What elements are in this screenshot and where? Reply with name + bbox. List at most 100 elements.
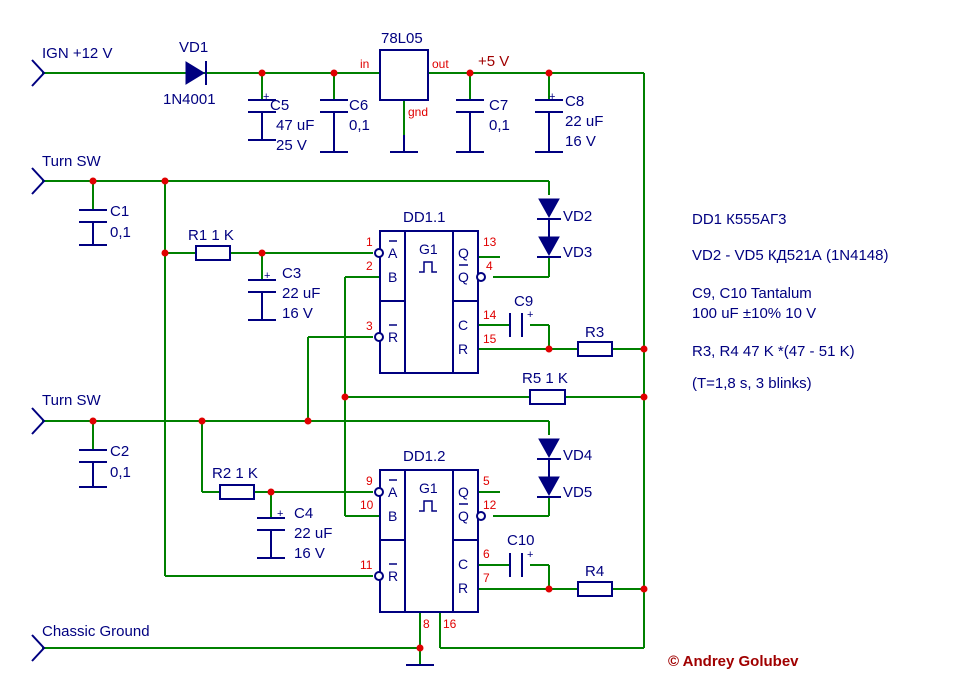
note-c9-c10: C9, C10 Tantalum <box>692 285 812 302</box>
note-dd1-part: DD1 К555АГ3 <box>692 211 786 228</box>
c6-ref: C6 <box>349 97 368 114</box>
ic-dd1-2 <box>374 469 486 613</box>
diode-vd1 <box>185 61 207 85</box>
led-diodes <box>537 198 561 498</box>
dd1-2-pin7: 7 <box>483 571 490 585</box>
note-r3-r4: R3, R4 47 K *(47 - 51 K) <box>692 343 855 360</box>
ic-dd1-1 <box>374 230 486 374</box>
copyright-text: © Andrey Golubev <box>668 653 799 670</box>
regulator-name: 78L05 <box>381 30 423 47</box>
regulator-gnd-label: gnd <box>408 105 428 119</box>
dd1-2-g1: G1 <box>419 480 438 496</box>
dd1-2-name: DD1.2 <box>403 448 446 465</box>
junctions <box>89 69 648 652</box>
note-c9-c10-value: 100 uF ±10% 10 V <box>692 305 816 322</box>
c5-voltage: 25 V <box>276 137 307 154</box>
c1-value: 0,1 <box>110 224 131 241</box>
c3-value: 22 uF <box>282 285 320 302</box>
dd1-1-pin1: 1 <box>366 235 373 249</box>
r3-ref: R3 <box>585 324 604 341</box>
vd3-ref: VD3 <box>563 244 592 261</box>
dd1-1-rr: R <box>458 341 468 357</box>
dd1-2-pin10: 10 <box>360 498 374 512</box>
dd1-1-g1: G1 <box>419 241 438 257</box>
c8-plus: + <box>549 91 555 103</box>
dd1-2-pin16: 16 <box>443 617 457 631</box>
c8-voltage: 16 V <box>565 133 596 150</box>
c4-value: 22 uF <box>294 525 332 542</box>
c1-ref: C1 <box>110 203 129 220</box>
dd1-2-b: B <box>388 508 397 524</box>
dd1-1-q: Q <box>458 245 469 261</box>
dd1-2-pin11: 11 <box>360 558 373 572</box>
dd1-2-qbar: Q <box>458 508 469 524</box>
regulator-out-label: out <box>432 57 449 71</box>
c9-ref: C9 <box>514 293 533 310</box>
capacitors-c3-c4 <box>248 279 285 559</box>
turn-sw-2-label: Turn SW <box>42 392 101 409</box>
dd1-1-pin3: 3 <box>366 319 373 333</box>
dd1-1-pin13: 13 <box>483 235 497 249</box>
c3-ref: C3 <box>282 265 301 282</box>
r1-ref: R1 1 K <box>188 227 234 244</box>
r5-ref: R5 1 K <box>522 370 568 387</box>
vd1-ref: VD1 <box>179 39 208 56</box>
capacitors-c1-c2 <box>79 209 107 488</box>
dd1-2-pin5: 5 <box>483 474 490 488</box>
dd1-2-pin6: 6 <box>483 547 490 561</box>
vd2-ref: VD2 <box>563 208 592 225</box>
dd1-1-pin2: 2 <box>366 259 373 273</box>
chassis-ground-label: Chassic Ground <box>42 623 150 640</box>
dd1-2-a: A <box>388 484 398 500</box>
dd1-2-rr: R <box>458 580 468 596</box>
dd1-1-pin14: 14 <box>483 308 497 322</box>
vd5-ref: VD5 <box>563 484 592 501</box>
dd1-1-r: R <box>388 329 398 345</box>
input-arrows <box>31 59 46 662</box>
resistors <box>195 245 613 597</box>
dd1-1-name: DD1.1 <box>403 209 446 226</box>
dd1-1-qbar: Q <box>458 269 469 285</box>
dd1-2-r: R <box>388 568 398 584</box>
regulator-78l05 <box>379 49 429 101</box>
c7-value: 0,1 <box>489 117 510 134</box>
c6-value: 0,1 <box>349 117 370 134</box>
c9-plus: + <box>527 309 533 321</box>
c8-value: 22 uF <box>565 113 603 130</box>
dd1-1-pin15: 15 <box>483 332 497 346</box>
capacitors-top <box>248 99 563 153</box>
dd1-1-a: A <box>388 245 398 261</box>
dd1-1-pin4: 4 <box>486 259 493 273</box>
dd1-2-c: C <box>458 556 468 572</box>
r4-ref: R4 <box>585 563 604 580</box>
c5-plus: + <box>263 91 269 103</box>
c10-ref: C10 <box>507 532 535 549</box>
c4-plus: + <box>277 508 283 520</box>
wires <box>42 72 645 665</box>
c2-value: 0,1 <box>110 464 131 481</box>
dd1-2-pin8: 8 <box>423 617 430 631</box>
dd1-2-pin9: 9 <box>366 474 373 488</box>
capacitors-c9-c10 <box>509 313 523 577</box>
dd1-1-b: B <box>388 269 397 285</box>
dd1-1-c: C <box>458 317 468 333</box>
r2-ref: R2 1 K <box>212 465 258 482</box>
c5-ref: C5 <box>270 97 289 114</box>
dd1-2-q: Q <box>458 484 469 500</box>
c7-ref: C7 <box>489 97 508 114</box>
note-diodes: VD2 - VD5 КД521А (1N4148) <box>692 247 889 264</box>
c4-ref: C4 <box>294 505 313 522</box>
c8-ref: C8 <box>565 93 584 110</box>
ign-label: IGN +12 V <box>42 45 112 62</box>
c5-value: 47 uF <box>276 117 314 134</box>
vd1-part: 1N4001 <box>163 91 216 108</box>
c10-plus: + <box>527 549 533 561</box>
regulator-in-label: in <box>360 57 369 71</box>
c3-plus: + <box>264 270 270 282</box>
c3-voltage: 16 V <box>282 305 313 322</box>
c4-voltage: 16 V <box>294 545 325 562</box>
turn-sw-1-label: Turn SW <box>42 153 101 170</box>
dd1-2-pin12: 12 <box>483 498 497 512</box>
vd4-ref: VD4 <box>563 447 592 464</box>
